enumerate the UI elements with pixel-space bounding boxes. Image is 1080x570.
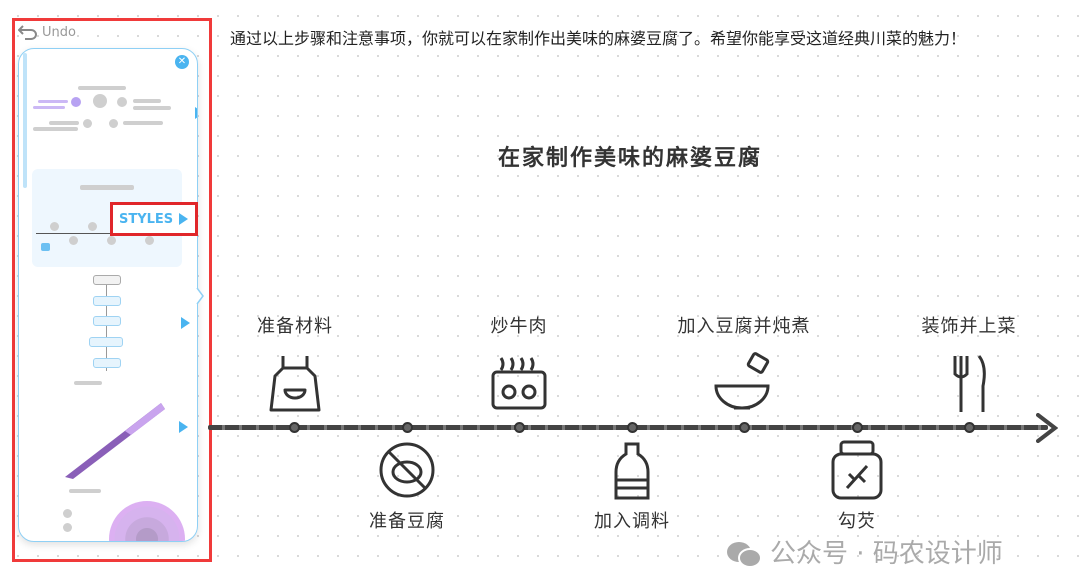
watermark: 公众号 · 码农设计师 [726,539,1003,569]
wechat-icon [727,542,762,568]
timeline-dot [739,422,750,433]
timeline-arrow-icon [1036,413,1058,443]
style-thumbnail-flowchart[interactable] [89,275,197,375]
step-label: 加入调料 [594,511,670,532]
bowl-icon [714,352,770,410]
undo-label: Undo [42,24,76,40]
style-thumbnail-radial[interactable] [39,489,197,541]
style-panel: ✕ [18,48,198,542]
style-thumbnail-stairs[interactable] [49,379,197,479]
timeline-dot [852,422,863,433]
step-label: 加入豆腐并炖煮 [677,316,811,337]
scrollbar[interactable] [23,53,27,188]
seasoning-bottle-icon [614,442,650,500]
undo-button[interactable]: Undo [18,24,76,40]
stove-icon [491,357,547,410]
timeline-dot [289,422,300,433]
step-label: 炒牛肉 [490,316,548,337]
timeline-dot [402,422,413,433]
no-food-icon [379,442,435,498]
highlight-box [12,18,212,562]
watermark-text: 公众号 · 码农设计师 [770,539,1003,569]
thumbs-down-icon [41,243,50,251]
play-icon [179,213,189,225]
fork-knife-icon [953,355,986,412]
step-label: 准备豆腐 [369,511,445,532]
timeline-dot [514,422,525,433]
diagram-title: 在家制作美味的麻婆豆腐 [497,145,762,171]
timeline-dot [627,422,638,433]
style-thumbnail-mindmap[interactable] [33,79,197,149]
panel-pointer [196,288,204,304]
intro-text: 通过以上步骤和注意事项，你就可以在家制作出美味的麻婆豆腐了。希望你能享受这道经典… [230,29,967,48]
close-icon[interactable]: ✕ [175,55,189,69]
step-label: 准备材料 [257,316,333,337]
undo-icon [18,25,37,40]
timeline-dot [964,422,975,433]
step-label: 装饰并上菜 [921,316,1017,337]
styles-label: STYLES [119,211,174,227]
jar-icon [831,440,883,500]
styles-button[interactable]: STYLES [110,202,198,236]
apron-icon [269,356,321,412]
step-label: 勾芡 [838,511,876,532]
